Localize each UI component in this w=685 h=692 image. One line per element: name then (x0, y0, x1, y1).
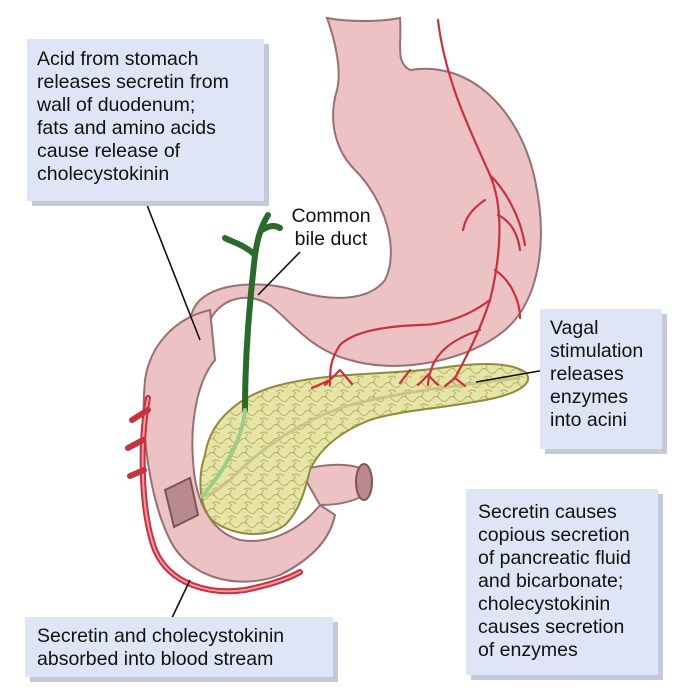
acid-stomach-label: Acid from stomach releases secretin from… (27, 39, 264, 201)
pancreatic-duct (199, 376, 521, 499)
vagal-stimulation-label: Vagal stimulation releases enzymes into … (540, 309, 662, 449)
leader-bile (257, 251, 301, 296)
common-bile-duct-label: Common bile duct (291, 205, 371, 250)
common-bile-duct (201, 212, 283, 497)
leader-vagal (475, 369, 546, 383)
leader-acid (146, 204, 201, 341)
blood-vessels (125, 395, 303, 595)
leader-lines (146, 204, 546, 623)
stomach-body (188, 16, 542, 372)
vagal-vessels (310, 18, 527, 390)
leader-blood (169, 579, 191, 623)
stomach (142, 16, 542, 583)
secretin-causes-label: Secretin causes copious secretion of pan… (466, 489, 658, 675)
duodenum-opening (163, 476, 200, 529)
jejunum-opening (355, 463, 373, 501)
absorbed-blood-label: Secretin and cholecystokinin absorbed in… (25, 617, 333, 677)
